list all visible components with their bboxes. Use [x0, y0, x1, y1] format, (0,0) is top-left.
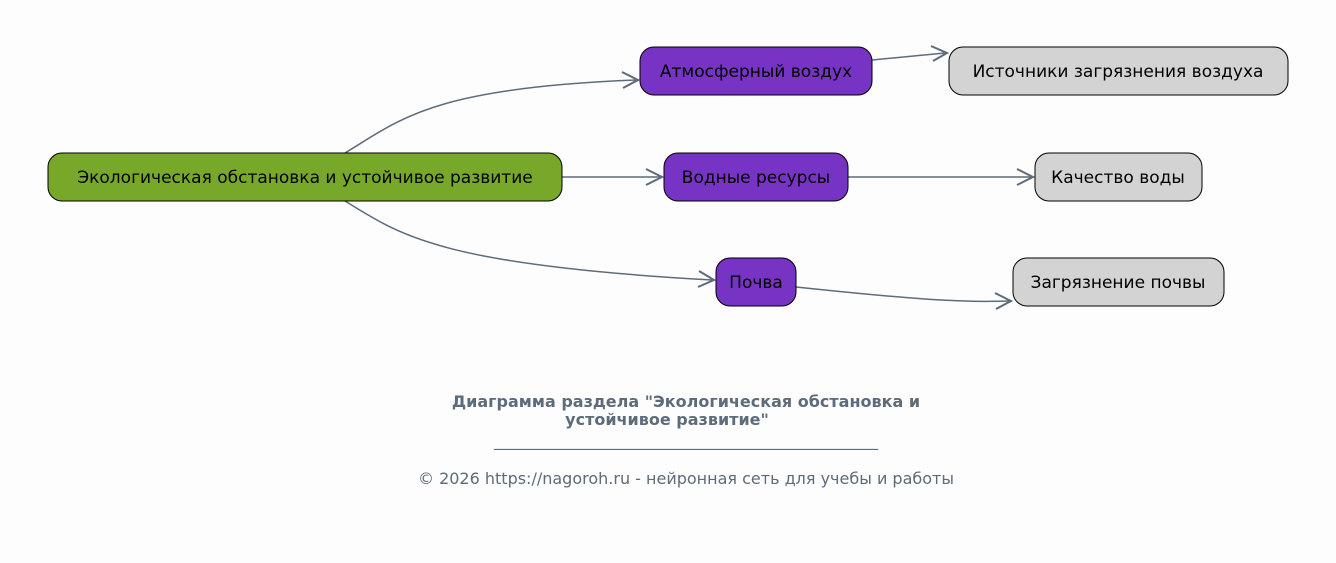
edge-root-air	[344, 79, 637, 154]
node-root[interactable]: Экологическая обстановка и устойчивое ра…	[47, 152, 563, 202]
arrowhead	[930, 45, 950, 62]
arrowhead	[697, 270, 717, 288]
node-label: Водные ресурсы	[682, 168, 830, 188]
node-label: Загрязнение почвы	[1031, 273, 1206, 293]
node-label: Качество воды	[1051, 168, 1185, 188]
node-air[interactable]: Атмосферный воздух	[639, 46, 873, 96]
arrowhead	[645, 168, 665, 186]
node-label: Источники загрязнения воздуха	[973, 62, 1264, 82]
node-label: Экологическая обстановка и устойчивое ра…	[77, 168, 532, 188]
edge-air-sources	[871, 52, 946, 61]
footer-copyright: © 2026 https://nagoroh.ru - нейронная се…	[418, 469, 954, 488]
node-air-sources[interactable]: Источники загрязнения воздуха	[948, 46, 1289, 96]
node-soil[interactable]: Почва	[715, 257, 797, 307]
edge-root-soil	[344, 200, 713, 281]
arrowhead	[1016, 168, 1036, 186]
edge-soil-pollution	[795, 286, 1010, 303]
node-soil-pollution[interactable]: Загрязнение почвы	[1012, 257, 1225, 307]
diagram-title-line2: устойчивое развитие"	[565, 410, 769, 429]
caption-separator: ________________________________________…	[493, 431, 879, 451]
node-label: Атмосферный воздух	[660, 62, 852, 82]
arrowhead	[994, 292, 1014, 310]
node-water-quality[interactable]: Качество воды	[1034, 152, 1203, 202]
node-label: Почва	[729, 273, 783, 293]
arrowhead	[621, 71, 641, 89]
node-water[interactable]: Водные ресурсы	[663, 152, 849, 202]
diagram-title-line1: Диаграмма раздела "Экологическая обстано…	[452, 392, 920, 411]
